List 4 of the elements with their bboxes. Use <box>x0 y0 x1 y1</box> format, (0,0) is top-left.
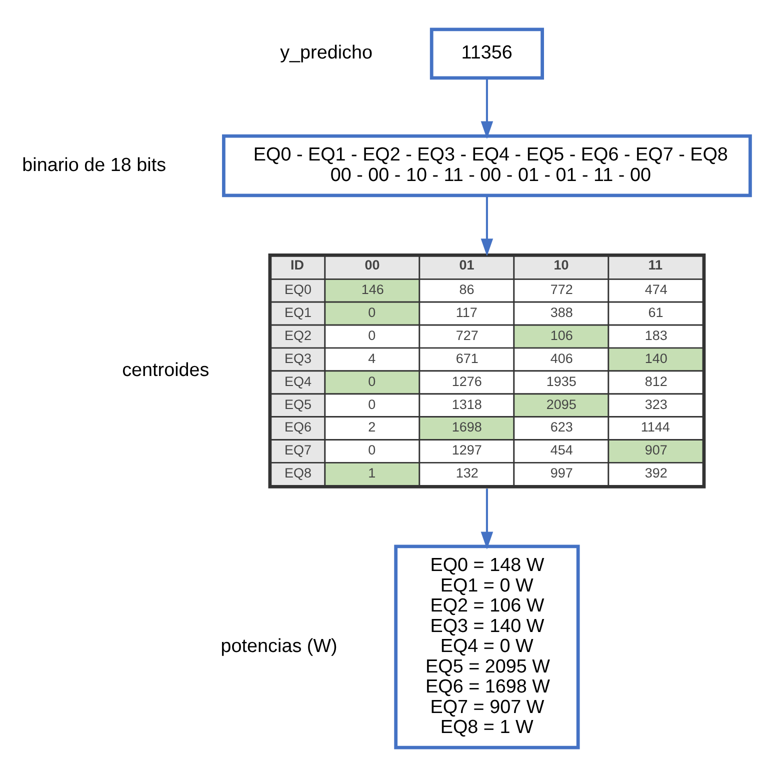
node-label: y_predicho <box>280 42 373 64</box>
node-label: potencias (W) <box>220 636 338 657</box>
node-label: binario de 18 bits <box>22 154 166 176</box>
node-label: centroides <box>122 359 210 380</box>
